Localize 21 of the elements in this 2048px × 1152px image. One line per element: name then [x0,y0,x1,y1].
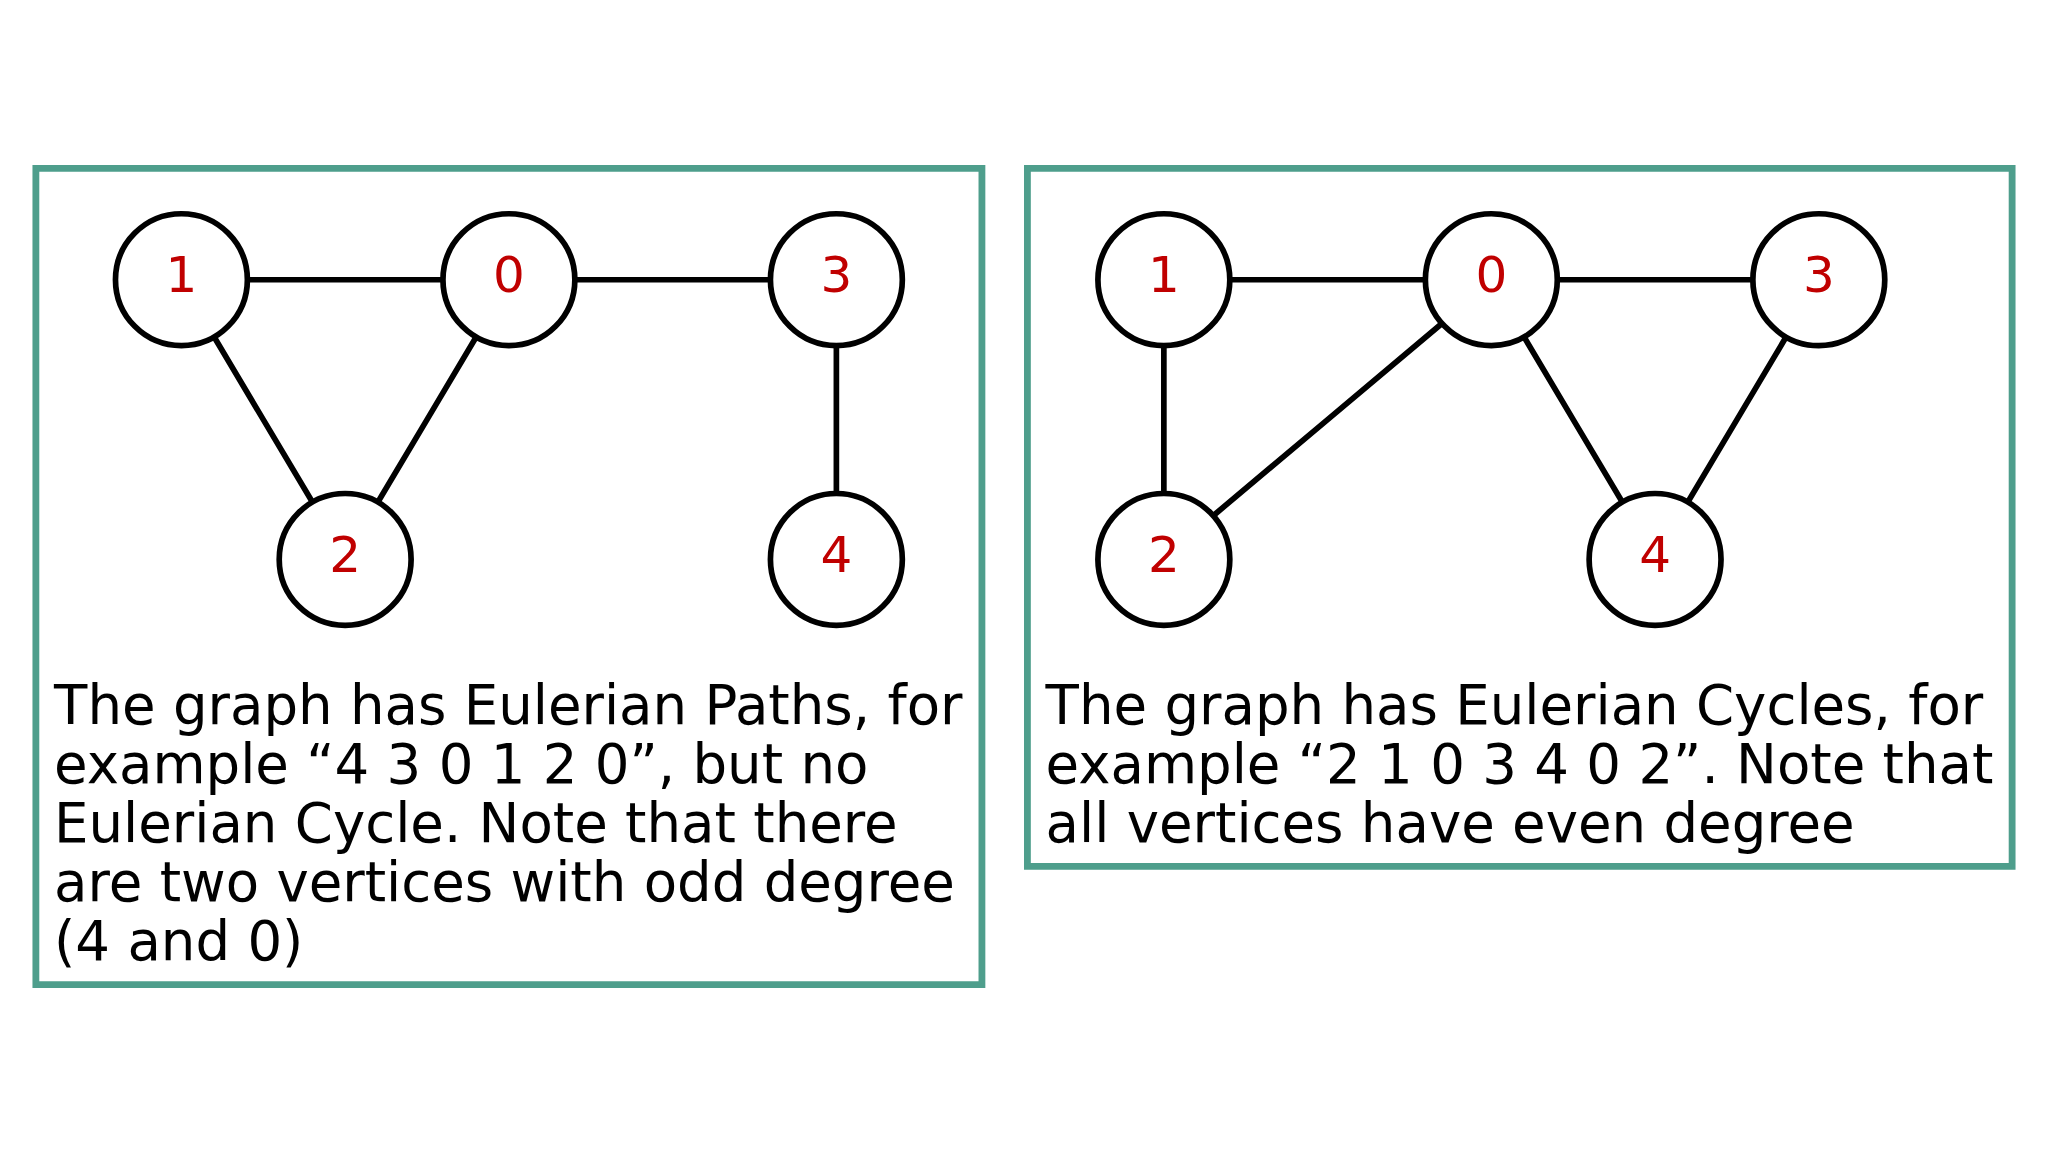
connector [247,276,443,283]
connector [375,335,479,503]
node-circle: 0 [1422,210,1561,348]
connector [833,345,840,493]
node-circle: 1 [1095,210,1233,348]
node-circle: 2 [1095,490,1233,628]
node-circle: 0 [440,210,578,348]
connector [575,276,771,283]
connector [1521,335,1625,503]
node-circle: 2 [276,490,414,628]
connector [1230,276,1426,283]
node-circle: 4 [1586,490,1724,628]
node-circle: 3 [1750,210,1888,348]
connector [1685,335,1789,503]
node-circle: 1 [112,210,251,348]
connector [211,335,315,503]
node-circle: 4 [767,490,906,628]
connector [1557,276,1753,283]
node-circle: 3 [767,210,906,348]
connector [1161,345,1167,493]
connector [1212,321,1444,517]
